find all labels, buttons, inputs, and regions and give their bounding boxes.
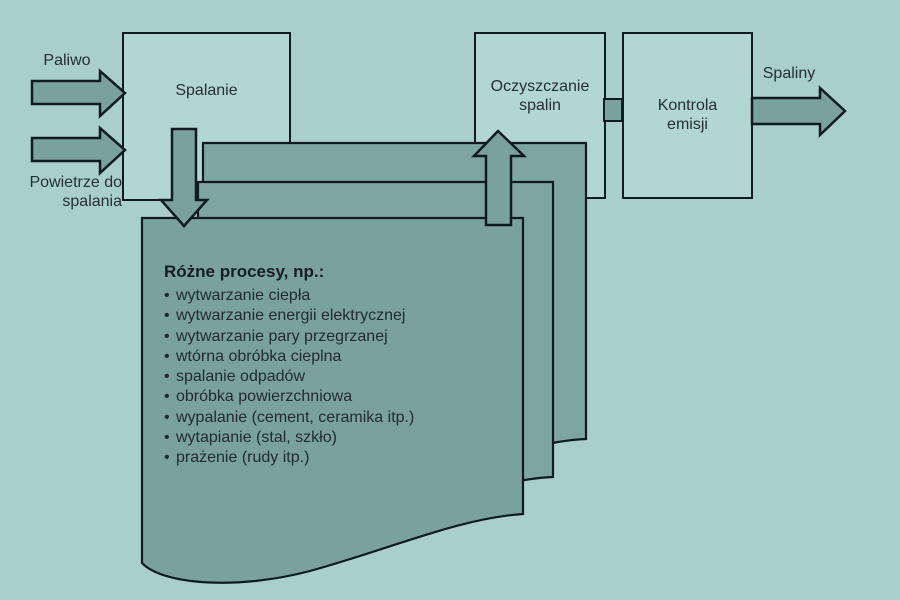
- list-item-text: prażenie (rudy itp.): [176, 449, 310, 467]
- list-item-text: wytwarzanie energii elektrycznej: [176, 307, 406, 325]
- list-item-text: wytapianie (stal, szkło): [176, 429, 337, 447]
- list-item: • wytwarzanie ciepła: [164, 286, 516, 306]
- kontrola-label-line2: emisji: [667, 116, 708, 133]
- spalanie-label: Spalanie: [175, 82, 238, 99]
- bullet-icon: •: [164, 368, 170, 386]
- spaliny-label: Spaliny: [762, 65, 816, 82]
- kontrola-emisji-box: [622, 32, 753, 199]
- paliwo-arrow-icon: [30, 68, 127, 119]
- list-item: • wypalanie (cement, ceramika itp.): [164, 408, 516, 428]
- process-document-text: Różne procesy, np.: • wytwarzanie ciepła …: [164, 261, 516, 469]
- list-item-text: wtórna obróbka cieplna: [176, 347, 342, 365]
- list-item: • wytwarzanie energii elektrycznej: [164, 306, 516, 326]
- up-arrow-icon: [471, 129, 528, 227]
- list-item-text: wytwarzanie pary przegrzanej: [176, 327, 388, 345]
- list-item-text: spalanie odpadów: [176, 368, 305, 386]
- bullet-icon: •: [164, 287, 170, 304]
- list-item: • wytapianie (stal, szkło): [164, 428, 516, 448]
- kontrola-label: Kontrola emisji: [623, 96, 752, 134]
- list-item: • obróbka powierzchniowa: [164, 387, 516, 407]
- list-item: • prażenie (rudy itp.): [164, 448, 516, 468]
- powietrze-label-line1: Powietrze do: [29, 174, 123, 191]
- process-list-title: Różne procesy, np.:: [164, 262, 325, 281]
- powietrze-arrow-icon: [30, 125, 127, 176]
- bullet-icon: •: [164, 449, 170, 467]
- bullet-icon: •: [164, 388, 170, 406]
- bullet-icon: •: [164, 307, 170, 325]
- down-arrow-icon: [158, 127, 210, 228]
- oczyszczanie-label: Oczyszczanie spalin: [475, 77, 605, 115]
- list-item: • spalanie odpadów: [164, 367, 516, 387]
- bullet-icon: •: [164, 429, 170, 447]
- spaliny-arrow-icon: [750, 85, 847, 138]
- list-item-text: wytwarzanie ciepła: [176, 287, 311, 304]
- box-connector: [603, 98, 623, 122]
- bullet-icon: •: [164, 408, 170, 426]
- oczyszczanie-label-line2: spalin: [519, 97, 561, 114]
- powietrze-label: Powietrze do spalania: [8, 173, 123, 211]
- list-item-text: wypalanie (cement, ceramika itp.): [176, 408, 415, 426]
- list-item: • wtórna obróbka cieplna: [164, 347, 516, 367]
- bullet-icon: •: [164, 327, 170, 345]
- process-list: • wytwarzanie ciepła • wytwarzanie energii…: [164, 286, 516, 469]
- paliwo-label: Paliwo: [43, 52, 91, 69]
- list-item: • wytwarzanie pary przegrzanej: [164, 327, 516, 347]
- oczyszczanie-label-line1: Oczyszczanie: [490, 78, 590, 95]
- bullet-icon: •: [164, 347, 170, 365]
- kontrola-label-line1: Kontrola: [657, 97, 718, 114]
- list-item-text: obróbka powierzchniowa: [176, 388, 353, 406]
- powietrze-label-line2: spalania: [62, 193, 122, 210]
- document-page-front: [140, 216, 525, 584]
